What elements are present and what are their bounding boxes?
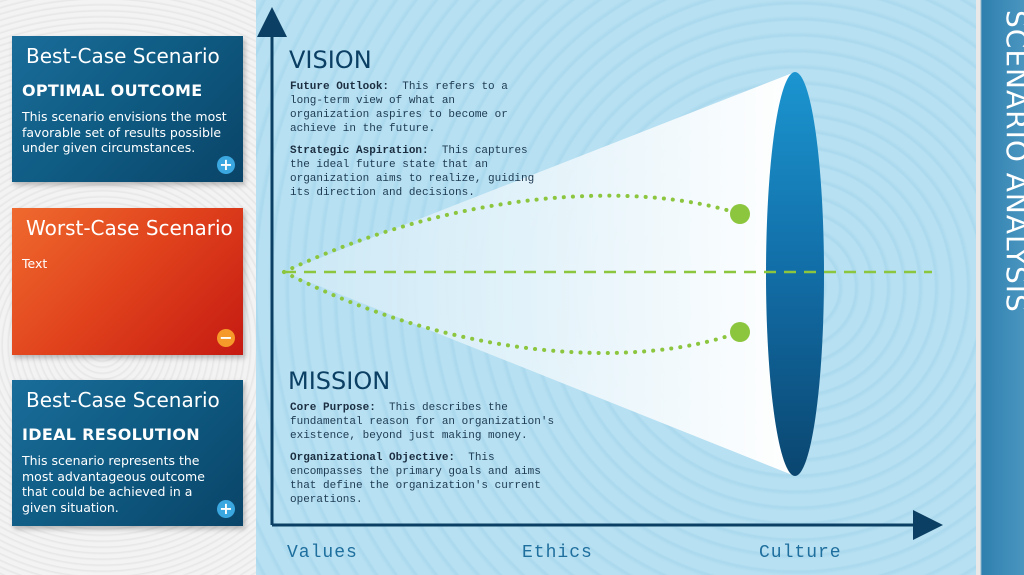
mission-term-2: Organizational Objective: (290, 452, 456, 464)
plus-icon[interactable]: + (217, 156, 235, 174)
vision-term-2: Strategic Aspiration: (290, 145, 429, 157)
plus-icon[interactable]: + (217, 500, 235, 518)
card-body: This scenario represents the most advant… (22, 453, 205, 515)
card-title: Worst-Case Scenario (26, 216, 233, 240)
diagram-area: VISION Future Outlook: This refers to a … (256, 0, 976, 575)
side-title-strip (976, 0, 1024, 575)
cone-shape (284, 72, 795, 476)
cone-lens (766, 72, 824, 476)
mission-heading: MISSION (288, 367, 391, 395)
vision-heading: VISION (289, 46, 372, 74)
vision-dotted-curve (282, 193, 742, 274)
side-title: SCENARIO ANALYSIS (1000, 10, 1024, 313)
best-case-card-1[interactable]: Best-Case Scenario OPTIMAL OUTCOME This … (12, 36, 243, 182)
card-title: Best-Case Scenario (26, 388, 220, 412)
vision-end-dot (730, 204, 750, 224)
axis-label-culture: Culture (759, 543, 842, 563)
cone-diagram (257, 7, 943, 540)
worst-case-card[interactable]: Worst-Case Scenario Text − (12, 208, 243, 355)
vision-term-1: Future Outlook: (290, 81, 390, 93)
card-subtitle: IDEAL RESOLUTION (22, 425, 200, 444)
card-body: Text (22, 256, 48, 271)
vision-description: Future Outlook: This refers to a long-te… (290, 80, 540, 208)
mission-description: Core Purpose: This describes the fundame… (290, 401, 562, 515)
scenario-cards-panel: Best-Case Scenario OPTIMAL OUTCOME This … (0, 0, 256, 575)
axis-label-ethics: Ethics (522, 543, 593, 563)
mission-end-dot (730, 322, 750, 342)
card-subtitle: OPTIMAL OUTCOME (22, 81, 203, 100)
mission-term-1: Core Purpose: (290, 402, 376, 414)
card-title: Best-Case Scenario (26, 44, 220, 68)
mission-text-2: This encompasses the primary goals and a… (290, 452, 541, 506)
minus-icon[interactable]: − (217, 329, 235, 347)
best-case-card-2[interactable]: Best-Case Scenario IDEAL RESOLUTION This… (12, 380, 243, 526)
axis-label-values: Values (287, 543, 358, 563)
vision-text-1: This refers to a long-term view of what … (290, 81, 508, 135)
vision-text-2: This captures the ideal future state tha… (290, 145, 535, 199)
mission-text-1: This describes the fundamental reason fo… (290, 402, 555, 442)
card-body: This scenario envisions the most favorab… (22, 109, 227, 155)
